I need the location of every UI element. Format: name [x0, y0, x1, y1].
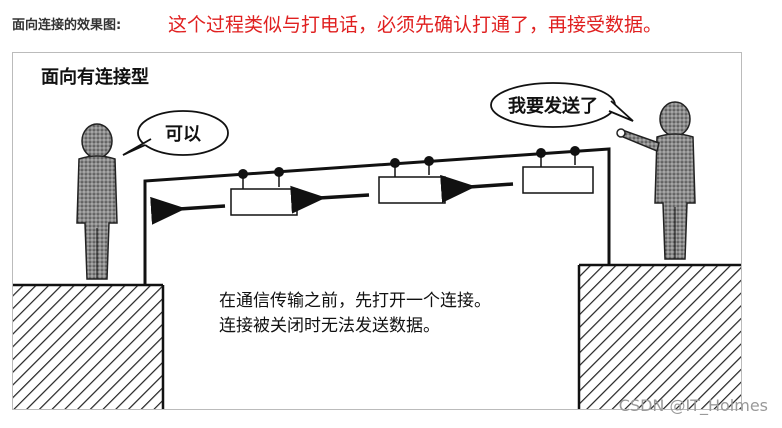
- receiver-speech-bubble: 可以: [122, 110, 229, 156]
- csdn-watermark: CSDN @IT_Holmes: [618, 396, 768, 415]
- sender-bubble-text: 我要发送了: [508, 95, 598, 117]
- arrow-left-1: [150, 196, 226, 225]
- sender-speech-bubble: 我要发送了: [490, 82, 634, 128]
- right-cliff: [579, 265, 741, 409]
- header-label: 面向连接的效果图:: [12, 18, 122, 33]
- connection-line: [143, 147, 611, 285]
- receiver-bubble-text: 可以: [165, 124, 201, 145]
- packet-2: [378, 156, 446, 204]
- connection-diagram: 面向有连接型: [13, 66, 741, 409]
- caption-line-2: 连接被关闭时无法发送数据。: [219, 316, 440, 336]
- packet-3: [522, 146, 594, 194]
- receiver-person-icon: [76, 123, 118, 280]
- diagram-frame: 面向有连接型: [12, 52, 742, 410]
- sender-person-icon: [616, 101, 696, 260]
- diagram-title: 面向有连接型: [41, 66, 149, 88]
- arrow-left-2: [290, 185, 370, 214]
- caption-line-1: 在通信传输之前，先打开一个连接。: [219, 291, 491, 311]
- left-cliff: [13, 285, 163, 409]
- arrow-left-3: [440, 174, 514, 203]
- header-note: 这个过程类似与打电话，必须先确认打通了，再接受数据。: [168, 14, 663, 36]
